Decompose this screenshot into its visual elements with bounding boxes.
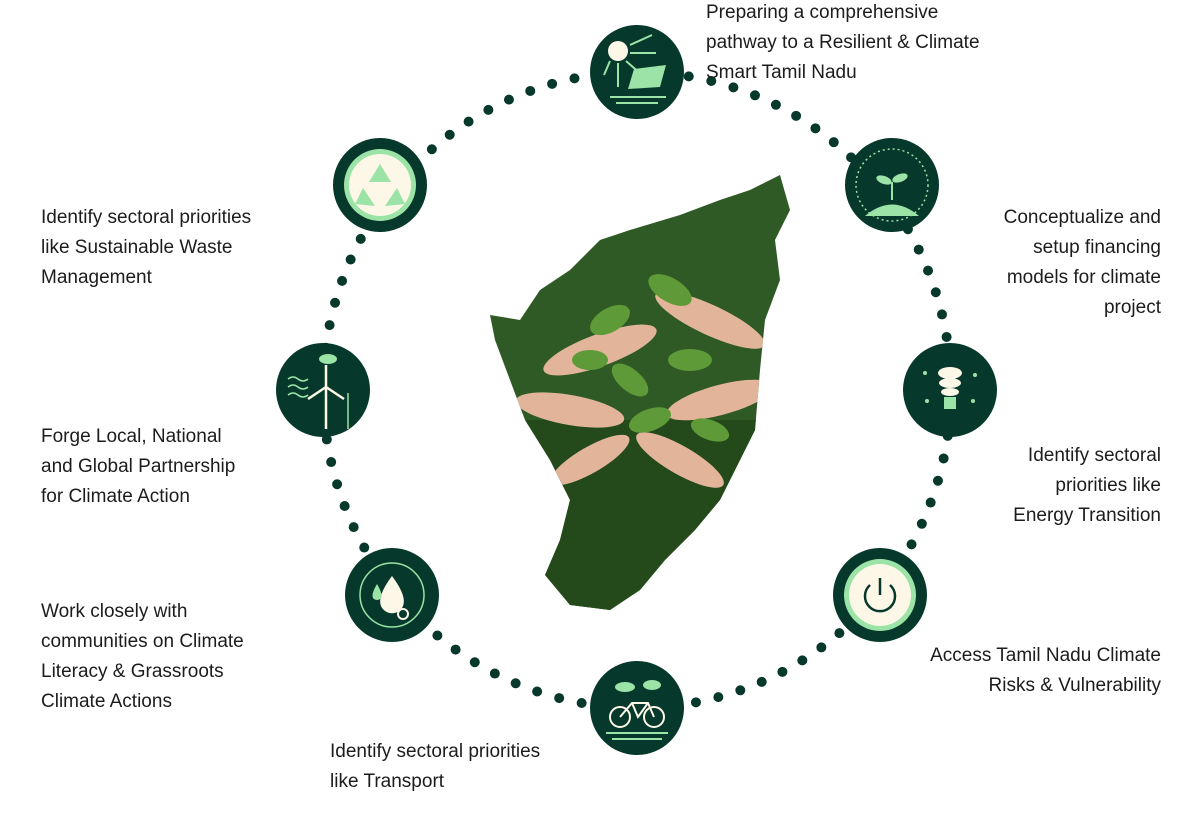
power-icon [833,548,927,642]
water-drop-icon [345,548,439,642]
solar-panel-icon [590,25,684,119]
recycle-icon [333,138,427,232]
light-bulb-icon [903,343,997,437]
bicycle-icon [590,661,684,755]
wind-turbine-icon [276,343,370,437]
tamil-nadu-map-image [490,175,790,610]
sprout-icon [845,138,939,232]
